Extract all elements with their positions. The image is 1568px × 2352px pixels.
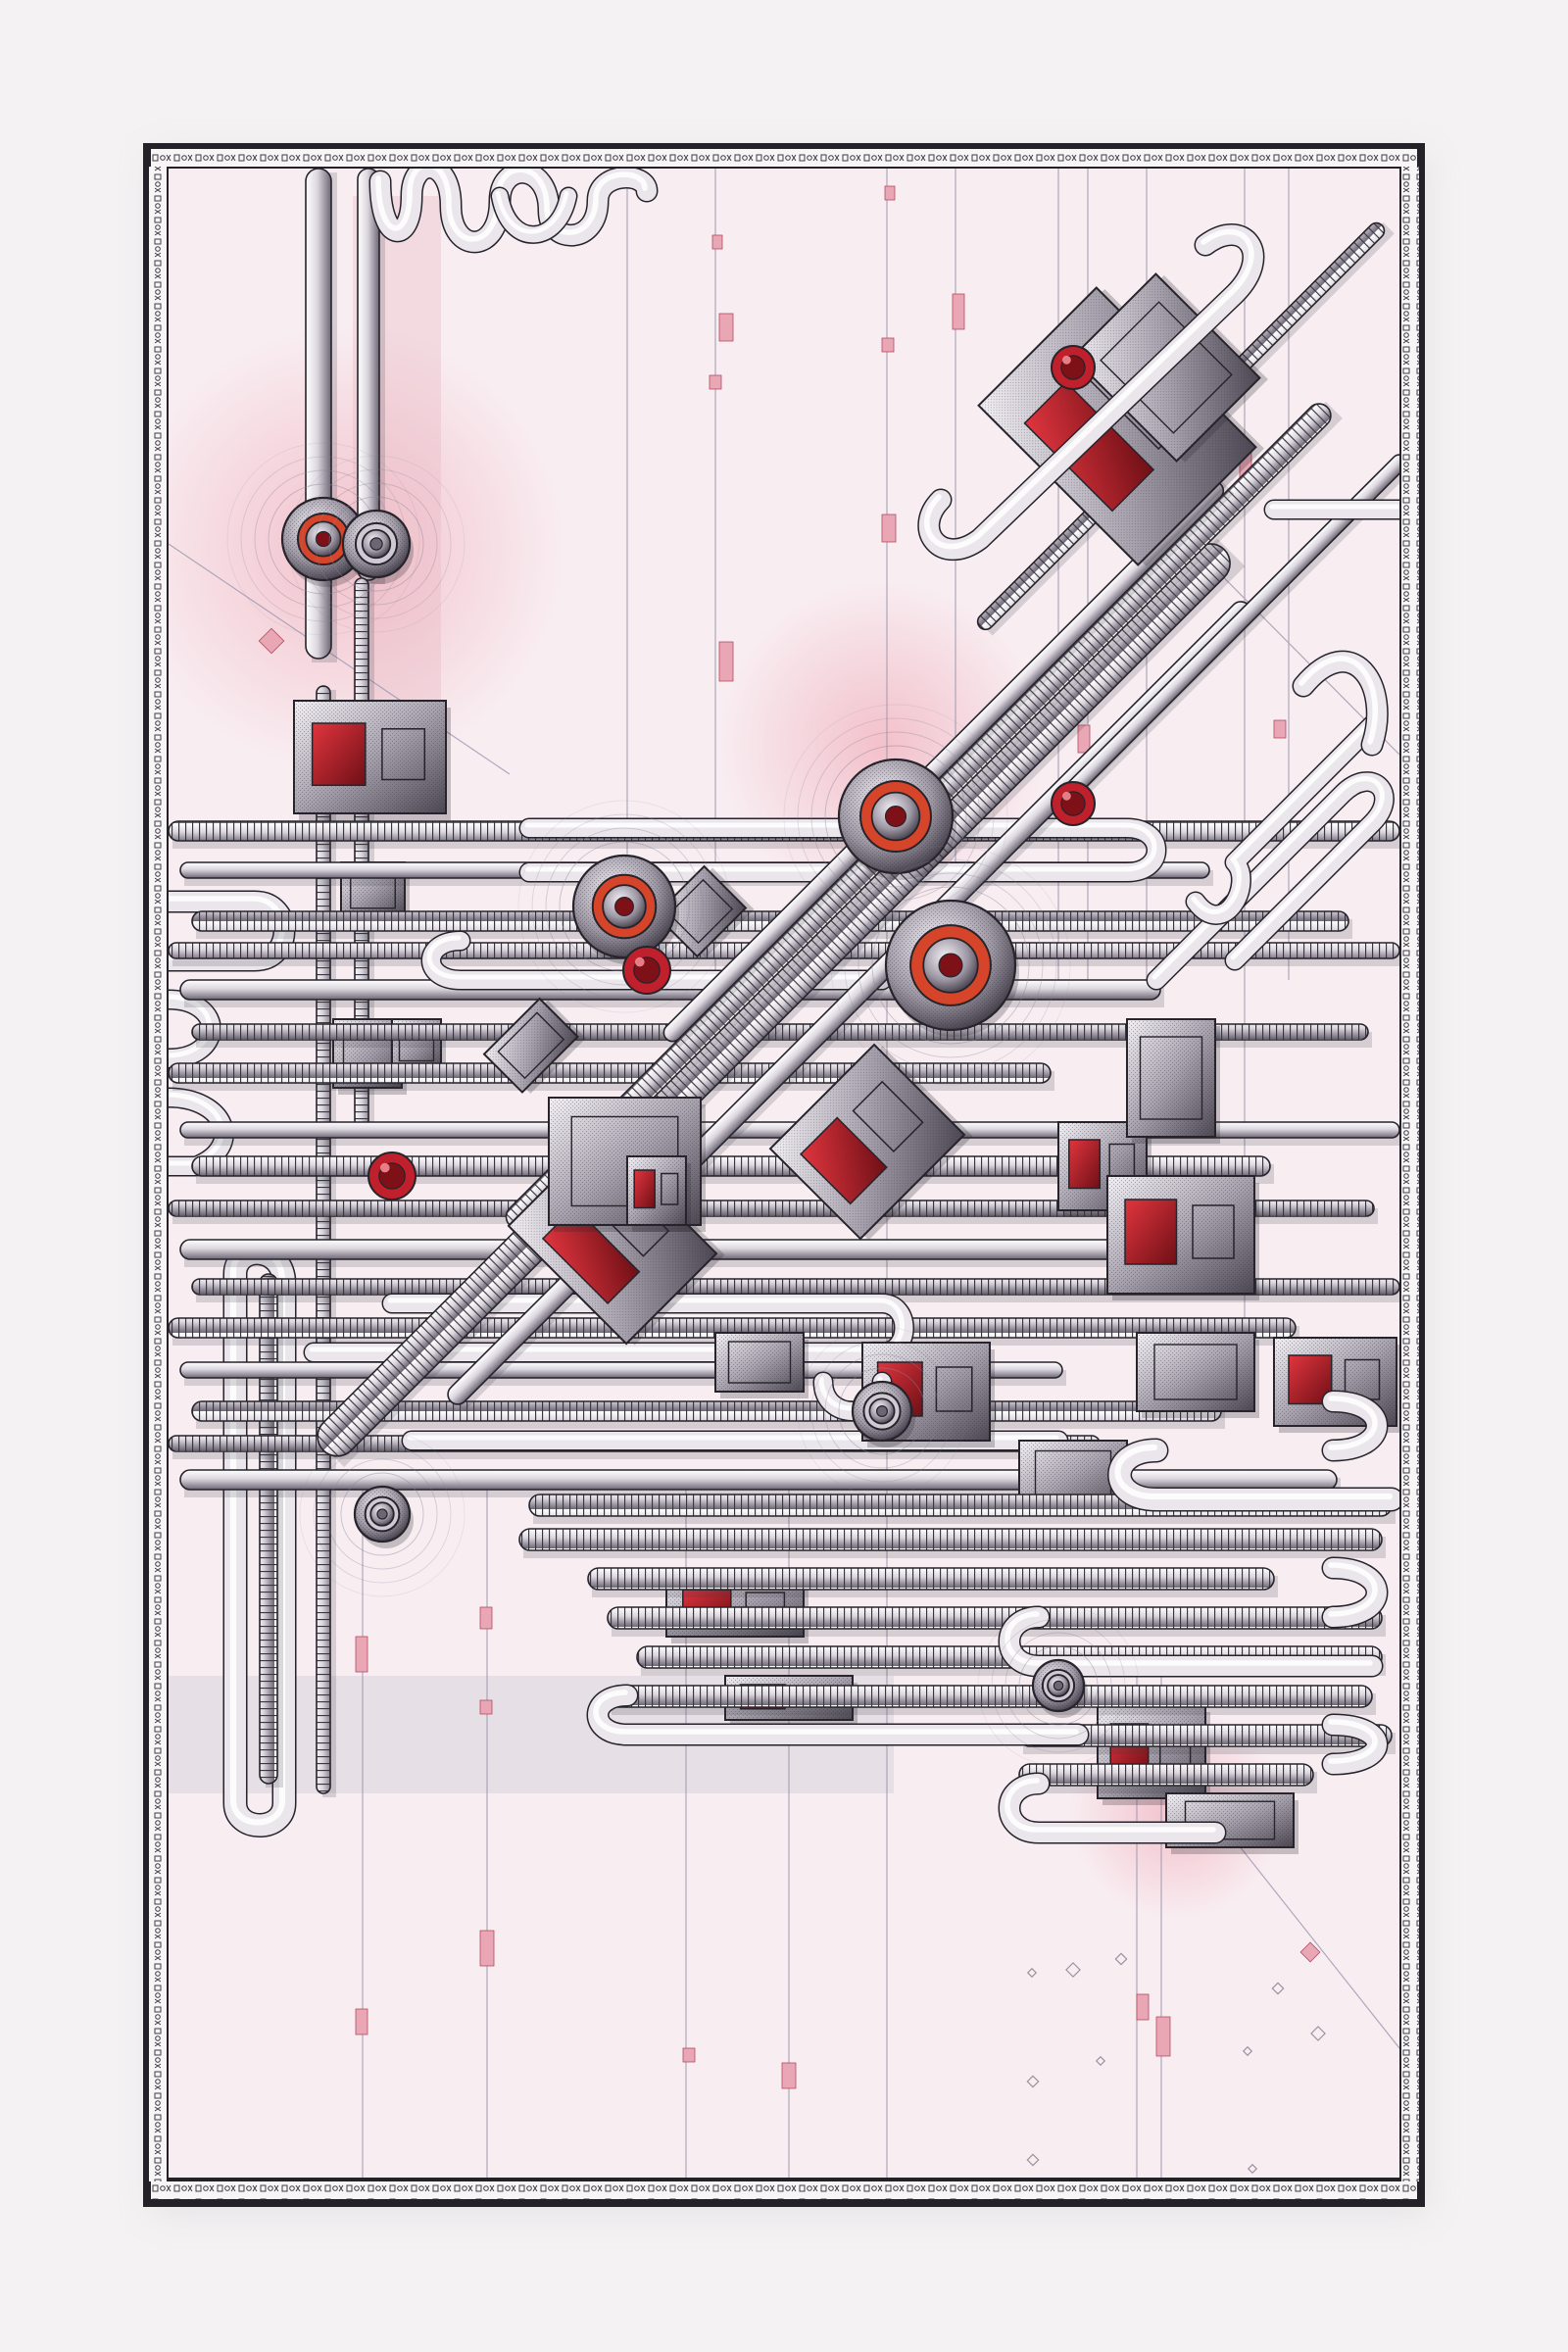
gear-icon bbox=[287, 455, 466, 633]
machine-block bbox=[1126, 1018, 1220, 1144]
gear-icon bbox=[797, 1326, 967, 1496]
pipe-machinery bbox=[169, 169, 1399, 1854]
pipe-horizontal bbox=[179, 1469, 1338, 1491]
valve-icon bbox=[368, 1152, 416, 1200]
gear-icon bbox=[977, 1604, 1140, 1767]
red-panel bbox=[800, 1116, 888, 1205]
red-panel bbox=[1068, 1139, 1102, 1190]
pipe-vertical bbox=[357, 169, 380, 581]
machine-block bbox=[714, 1332, 808, 1398]
pipe-horizontal bbox=[607, 1685, 1373, 1708]
machine-block bbox=[1136, 1332, 1259, 1418]
red-panel bbox=[311, 722, 367, 786]
red-panel bbox=[633, 1169, 656, 1209]
frame-glyph-left bbox=[149, 167, 167, 2181]
frame-glyph-top bbox=[151, 149, 1417, 167]
machine-block bbox=[654, 864, 755, 958]
gear-icon bbox=[299, 1431, 466, 1597]
pipe-vertical bbox=[259, 1273, 278, 1785]
pipe-horizontal bbox=[169, 1062, 1052, 1084]
pink-markers bbox=[258, 185, 1321, 2089]
pipe-horizontal bbox=[607, 1606, 1383, 1630]
machine-block bbox=[482, 997, 586, 1094]
pipe-horizontal bbox=[191, 1023, 1369, 1041]
gear-icon bbox=[783, 704, 1008, 929]
pipe-diagonal bbox=[662, 480, 1235, 1049]
pipe-horizontal bbox=[587, 1567, 1275, 1591]
machine-block bbox=[768, 1043, 973, 1241]
gear-icon bbox=[226, 345, 1140, 1767]
machine-block bbox=[293, 700, 451, 820]
valve-icon bbox=[1051, 781, 1096, 826]
gear-icon bbox=[517, 800, 731, 1013]
pipe-horizontal bbox=[1018, 1763, 1314, 1787]
machine-block bbox=[626, 1155, 691, 1232]
pipe-horizontal bbox=[191, 1155, 1271, 1177]
frame-glyph-right bbox=[1401, 167, 1419, 2181]
frame-glyph-bottom bbox=[151, 2181, 1417, 2199]
red-panel bbox=[1124, 1199, 1178, 1265]
gear-icon bbox=[830, 845, 1071, 1086]
valve-icon bbox=[622, 946, 671, 995]
pipe-horizontal bbox=[518, 1528, 1383, 1551]
valve-icon bbox=[1051, 345, 1096, 390]
machine-block bbox=[1106, 1175, 1259, 1300]
sparkle-icon bbox=[1026, 1952, 1326, 2175]
